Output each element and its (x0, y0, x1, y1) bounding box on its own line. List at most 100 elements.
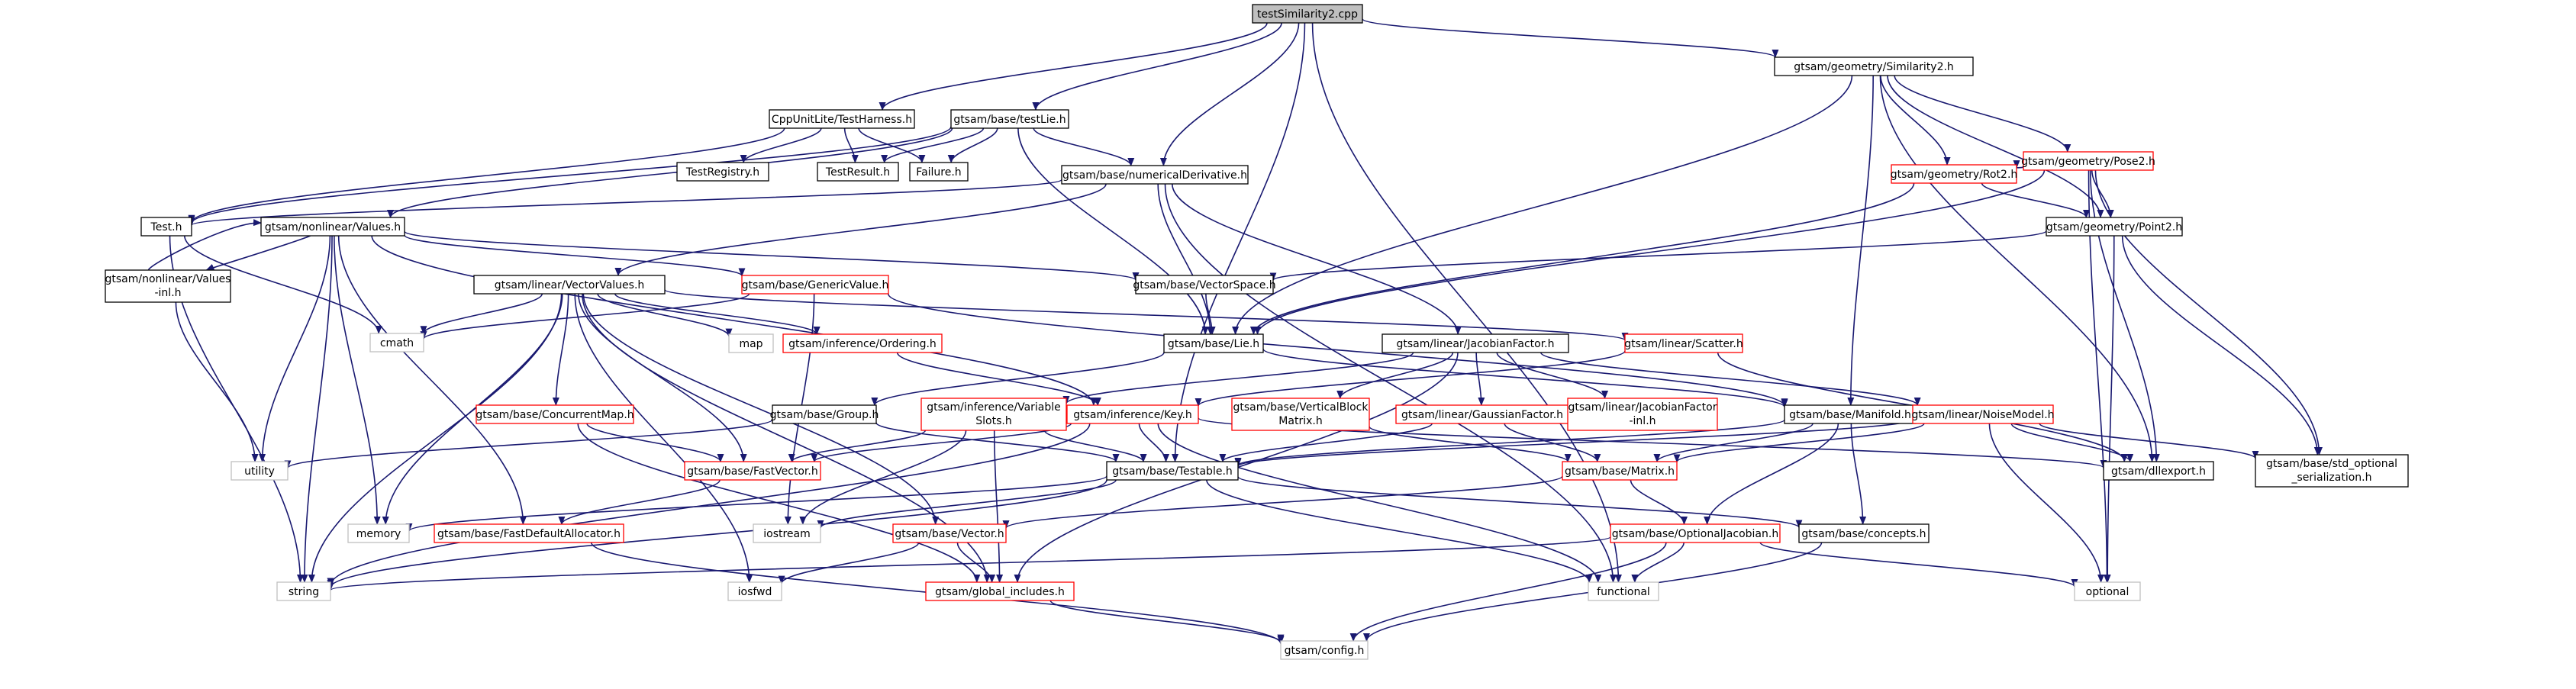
node-testable[interactable]: gtsam/base/Testable.h (1106, 461, 1239, 481)
node-box-rot2 (1891, 164, 2017, 184)
node-box-point2 (2046, 217, 2183, 237)
edge-root-to-sim2 (1362, 18, 1779, 58)
edge-sim2-to-rot2 (1880, 75, 1951, 166)
node-vecvalues[interactable]: gtsam/linear/VectorValues.h (473, 275, 666, 295)
edge-test-to-cmath (184, 235, 382, 334)
edge-lie-to-group (871, 352, 1165, 406)
node-dllexport[interactable]: gtsam/dllexport.h (2103, 461, 2214, 481)
node-vecspace[interactable]: gtsam/base/VectorSpace.h (1133, 275, 1276, 295)
node-label-manifold: gtsam/base/Manifold.h (1789, 409, 1911, 421)
node-box-fastdefalloc (434, 523, 624, 543)
node-fastdefalloc[interactable]: gtsam/base/FastDefaultAllocator.h (434, 523, 624, 543)
node-scatter[interactable]: gtsam/linear/Scatter.h (1624, 333, 1743, 353)
node-fastvec[interactable]: gtsam/base/FastVector.h (684, 461, 821, 481)
node-label-testreg: TestRegistry.h (685, 166, 759, 179)
edge-group-to-utility (284, 419, 773, 469)
node-box-jacfac (1381, 333, 1569, 353)
edge-root-to-harness (879, 22, 1268, 111)
node-label-cmath: cmath (380, 337, 414, 349)
node-manifold[interactable]: gtsam/base/Manifold.h (1784, 404, 1917, 424)
edge-harness-to-test (188, 127, 785, 224)
node-jacinl[interactable]: gtsam/linear/JacobianFactor-inl.h (1567, 398, 1718, 431)
edge-matrix-to-vector (1002, 475, 1563, 530)
node-label-vecvalues: gtsam/linear/VectorValues.h (495, 279, 645, 291)
node-label-matrix: gtsam/base/Matrix.h (1565, 465, 1675, 478)
node-label-jacinl-1: -inl.h (1629, 415, 1656, 427)
node-box-functional (1588, 581, 1659, 601)
node-valuesinl[interactable]: gtsam/nonlinear/Values-inl.h (105, 269, 231, 303)
edge-pose2-to-point2 (2091, 169, 2114, 218)
edge-testable-to-concepts (1237, 476, 1803, 529)
node-label-string: string (289, 586, 319, 598)
edge-optjac-to-optional (1759, 542, 2078, 588)
edge-values-to-genval (404, 234, 746, 277)
edge-numderiv-to-lie (1157, 183, 1214, 335)
node-box-utility (231, 461, 289, 481)
node-failure[interactable]: Failure.h (909, 162, 969, 182)
node-box-vector (892, 523, 1007, 543)
edge-testlie-to-lie (1017, 127, 1209, 335)
node-pose2[interactable]: gtsam/geometry/Pose2.h (2021, 151, 2155, 171)
edge-jacfac-to-noise (1540, 352, 1921, 406)
node-label-optional: optional (2086, 586, 2129, 598)
node-label-scatter: gtsam/linear/Scatter.h (1624, 338, 1743, 350)
node-testresult[interactable]: TestResult.h (817, 162, 899, 182)
node-testlie[interactable]: gtsam/base/testLie.h (950, 109, 1069, 129)
node-ordering[interactable]: gtsam/inference/Ordering.h (782, 333, 943, 353)
node-label-vector: gtsam/base/Vector.h (895, 528, 1004, 540)
edge-genval-to-cmath (420, 293, 750, 340)
node-test[interactable]: Test.h (140, 217, 192, 237)
node-concepts[interactable]: gtsam/base/concepts.h (1798, 523, 1930, 543)
node-label-concmap: gtsam/base/ConcurrentMap.h (476, 409, 634, 421)
node-box-jacinl (1567, 398, 1718, 431)
edge-jacfac-to-jacinl (1496, 352, 1608, 399)
header-nodes: testSimilarity2.cppCppUnitLite/TestHarne… (105, 4, 2409, 660)
node-box-globalinc (925, 581, 1075, 601)
edge-valuesinl-to-values (147, 219, 262, 271)
node-stdopt[interactable]: gtsam/base/std_optional_serialization.h (2255, 454, 2409, 488)
node-point2[interactable]: gtsam/geometry/Point2.h (2046, 217, 2183, 237)
node-box-matrix (1562, 461, 1678, 481)
edge-testable-to-string (327, 479, 1107, 589)
edge-manifold-to-optjac (1704, 423, 1839, 525)
node-label-vbm-1: Matrix.h (1278, 415, 1322, 427)
edge-values-to-fastdefalloc (337, 235, 527, 525)
node-values[interactable]: gtsam/nonlinear/Values.h (260, 217, 405, 237)
node-rot2[interactable]: gtsam/geometry/Rot2.h (1891, 164, 2018, 184)
node-jacfac[interactable]: gtsam/linear/JacobianFactor.h (1381, 333, 1569, 353)
node-group[interactable]: gtsam/base/Group.h (770, 404, 879, 424)
edge-values-to-string (301, 235, 333, 583)
node-label-globalinc: gtsam/global_includes.h (935, 586, 1065, 598)
node-lie[interactable]: gtsam/base/Lie.h (1163, 333, 1264, 353)
node-label-config: gtsam/config.h (1285, 645, 1365, 657)
node-optjac[interactable]: gtsam/base/OptionalJacobian.h (1610, 523, 1781, 543)
node-label-testresult: TestResult.h (825, 166, 890, 179)
node-concmap[interactable]: gtsam/base/ConcurrentMap.h (476, 404, 634, 424)
node-label-test: Test.h (150, 221, 182, 233)
node-box-vecspace (1135, 275, 1274, 295)
edge-noise-to-dllexport (2010, 423, 2134, 462)
node-genval[interactable]: gtsam/base/GenericValue.h (741, 275, 889, 295)
node-globalinc[interactable]: gtsam/global_includes.h (925, 581, 1075, 601)
node-harness[interactable]: CppUnitLite/TestHarness.h (769, 109, 915, 129)
edge-vecvalues-to-ordering (614, 293, 821, 335)
node-root[interactable]: testSimilarity2.cpp (1252, 4, 1363, 24)
node-noise[interactable]: gtsam/linear/NoiseModel.h (1911, 404, 2055, 424)
node-gaussfac[interactable]: gtsam/linear/GaussianFactor.h (1395, 404, 1569, 424)
node-matrix[interactable]: gtsam/base/Matrix.h (1562, 461, 1678, 481)
node-sim2[interactable]: gtsam/geometry/Similarity2.h (1774, 56, 1974, 76)
node-box-dllexport (2103, 461, 2214, 481)
node-numderiv[interactable]: gtsam/base/numericalDerivative.h (1061, 165, 1249, 185)
node-key[interactable]: gtsam/inference/Key.h (1066, 404, 1199, 424)
edge-vecvalues-to-concmap (552, 293, 569, 406)
node-label-sim2: gtsam/geometry/Similarity2.h (1794, 61, 1954, 73)
edge-testlie-to-test (188, 126, 952, 224)
edge-ordering-to-key (896, 352, 1101, 406)
node-testreg[interactable]: TestRegistry.h (676, 162, 769, 182)
node-functional: functional (1588, 581, 1659, 601)
edge-numderiv-to-jacfac (1172, 183, 1462, 335)
node-box-cmath (369, 333, 424, 353)
node-vector[interactable]: gtsam/base/Vector.h (892, 523, 1007, 543)
